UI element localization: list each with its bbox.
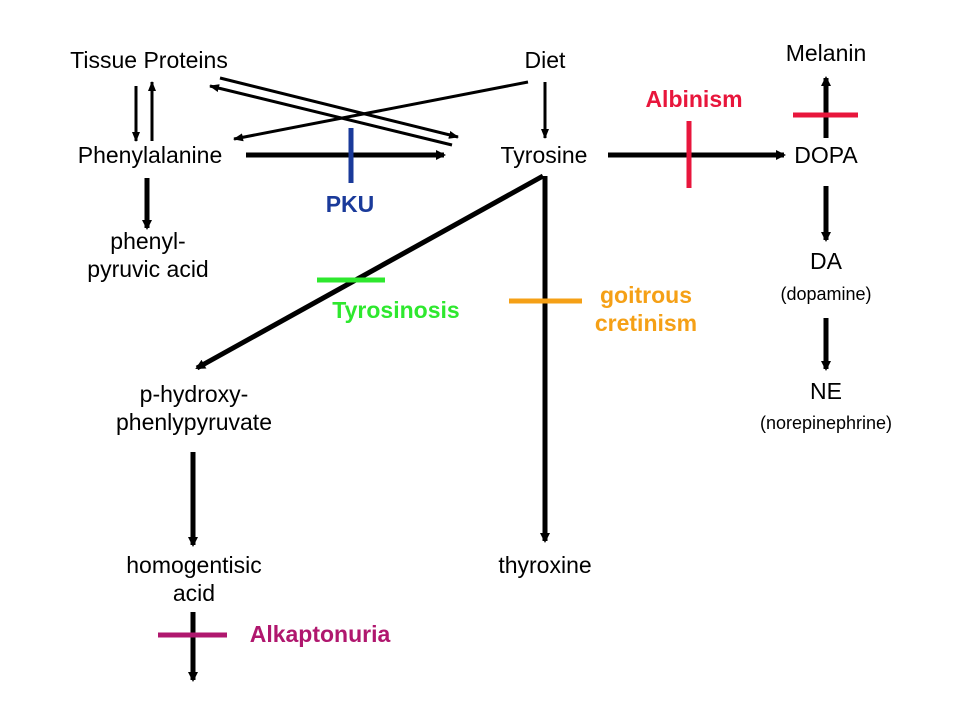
- node-da: DA: [810, 248, 842, 274]
- node-melanin: Melanin: [785, 40, 867, 66]
- node-homogentisic-line2: acid: [172, 579, 216, 606]
- arrow-tyrosine-to-tissue: [209, 84, 453, 147]
- node-ne-full-name: (norepinephrine): [759, 413, 893, 433]
- disorder-pku-label: PKU: [325, 191, 375, 217]
- node-phenylpyruvic-line2: pyruvic acid: [87, 255, 209, 282]
- node-homogentisic-acid: homogentisic acid: [94, 552, 294, 607]
- node-thyroxine: thyroxine: [498, 552, 592, 578]
- node-phenylpyruvic-acid: phenyl- pyruvic acid: [58, 228, 238, 283]
- disorder-goitrous-line2: cretinism: [594, 309, 698, 336]
- arrow-diet-to-phenylalanine: [233, 80, 529, 142]
- arrow-tissue-to-tyrosine: [219, 76, 459, 139]
- node-phenylpyruvic-line1: phenyl-: [110, 228, 186, 254]
- node-phenylalanine: Phenylalanine: [77, 142, 223, 168]
- disorder-tyrosinosis-label: Tyrosinosis: [332, 297, 460, 323]
- node-hydroxy-line2: phenlypyruvate: [116, 408, 272, 435]
- node-hydroxy-line1: p-hydroxy-: [139, 381, 249, 407]
- disorder-goitrous-line1: goitrous: [600, 282, 692, 308]
- node-diet: Diet: [524, 47, 566, 73]
- node-dopa: DOPA: [794, 142, 858, 168]
- node-ne: NE: [810, 378, 842, 404]
- disorder-goitrous-cretinism-label: goitrous cretinism: [566, 282, 726, 337]
- disorder-albinism-label: Albinism: [645, 86, 743, 112]
- node-tissue-proteins: Tissue Proteins: [70, 47, 228, 73]
- arrow-tyrosine-to-hydroxy: [195, 173, 545, 371]
- disorder-alkaptonuria-label: Alkaptonuria: [249, 621, 391, 647]
- node-tyrosine: Tyrosine: [500, 142, 588, 168]
- node-homogentisic-line1: homogentisic: [126, 552, 262, 578]
- node-hydroxyphenylpyruvate: p-hydroxy- phenlypyruvate: [74, 381, 314, 436]
- node-da-full-name: (dopamine): [780, 284, 872, 304]
